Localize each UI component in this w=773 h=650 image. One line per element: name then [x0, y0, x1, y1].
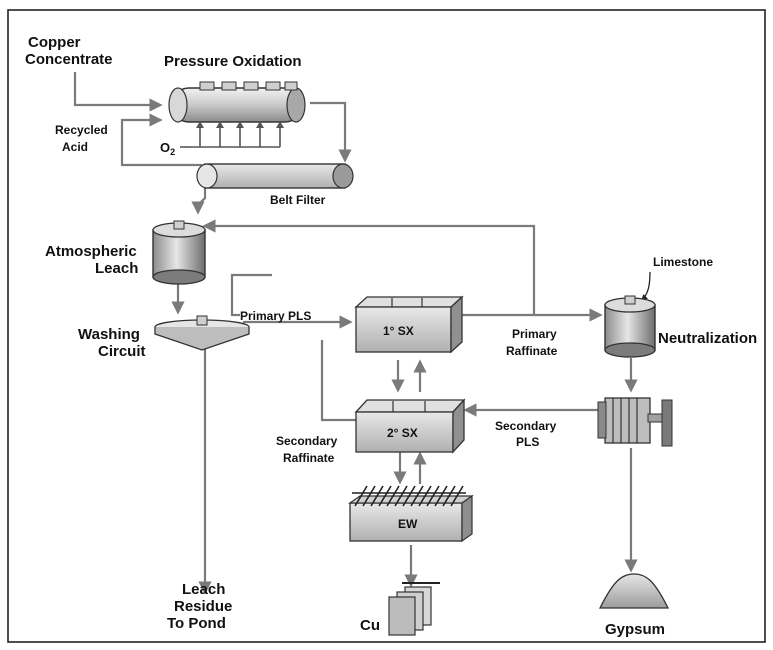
primary-raffinate-label-line2: Raffinate: [506, 344, 558, 358]
copper-cathodes: [388, 582, 440, 636]
secondary-raffinate-label-line2: Raffinate: [283, 451, 335, 465]
primary-pls-label: Primary PLS: [240, 309, 311, 323]
secondary-raffinate-label-line1: Secondary: [276, 434, 338, 448]
washing-circuit-thickener: [154, 315, 250, 351]
secondary-sx-label: 2° SX: [387, 426, 418, 440]
primary-sx-unit: [354, 295, 464, 354]
secondary-pls-label-line1: Secondary: [495, 419, 557, 433]
diagram-frame: [7, 9, 766, 643]
washing-circuit-label-line2: Circuit: [98, 343, 146, 360]
recycled-acid-label-line2: Acid: [62, 140, 88, 154]
belt-filter: [196, 163, 354, 189]
leach-residue-label-line3: To Pond: [167, 615, 226, 632]
recycled-acid-label-line1: Recycled: [55, 123, 108, 137]
washing-circuit-label-line1: Washing: [78, 326, 140, 343]
copper-concentrate-label-line2: Concentrate: [25, 51, 113, 68]
electrowinning-cell: [348, 485, 474, 543]
oxygen-label: O2: [160, 140, 175, 157]
atmospheric-leach-label-line1: Atmospheric: [45, 243, 137, 260]
atmospheric-leach-label-line2: Leach: [95, 260, 138, 277]
filter-press: [597, 397, 673, 447]
flow-lines: [73, 72, 651, 595]
leach-residue-label-line1: Leach: [182, 581, 225, 598]
ew-label: EW: [398, 517, 418, 531]
pressure-oxidation-autoclave: [168, 81, 306, 123]
belt-filter-label: Belt Filter: [270, 193, 326, 207]
gypsum-pile: [598, 573, 670, 609]
leach-residue-label-line2: Residue: [174, 598, 232, 615]
atmospheric-leach-tank: [152, 220, 206, 285]
limestone-label: Limestone: [653, 255, 713, 269]
secondary-pls-label-line2: PLS: [516, 435, 539, 449]
copper-product-label: Cu: [360, 617, 380, 634]
oxygen-symbol: O: [160, 140, 170, 155]
gypsum-label: Gypsum: [605, 621, 665, 638]
primary-sx-label: 1° SX: [383, 324, 414, 338]
oxygen-spargers: [180, 121, 284, 148]
primary-raffinate-label-line1: Primary: [512, 327, 557, 341]
pressure-oxidation-label: Pressure Oxidation: [164, 53, 302, 70]
oxygen-subscript: 2: [170, 147, 175, 157]
neutralization-label: Neutralization: [658, 330, 757, 347]
copper-concentrate-label-line1: Copper: [28, 34, 81, 51]
secondary-sx-unit: [354, 398, 466, 454]
neutralization-tank: [604, 295, 656, 358]
